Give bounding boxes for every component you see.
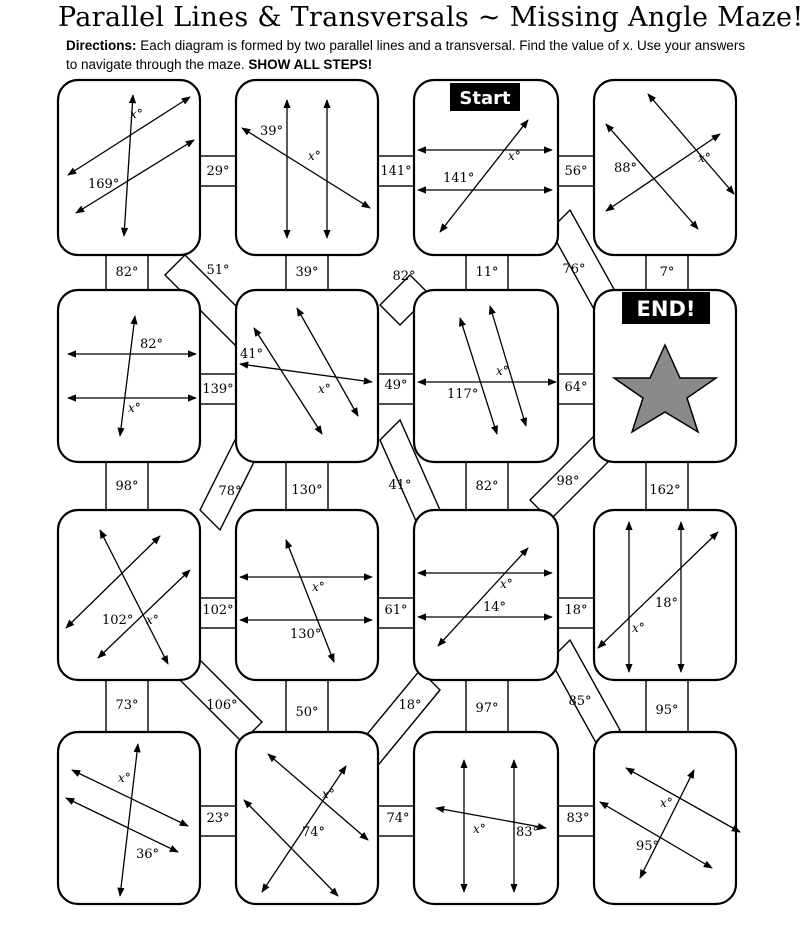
cell-r2c1[interactable] xyxy=(56,288,202,464)
connector-label: 82° xyxy=(115,265,138,280)
connector-label: 102° xyxy=(202,603,233,618)
cell-r1c2[interactable] xyxy=(234,78,380,257)
connector-label: 76° xyxy=(562,262,585,277)
connector-label: 139° xyxy=(202,382,233,397)
page-title: Parallel Lines & Transversals ~ Missing … xyxy=(58,2,800,33)
connector[interactable] xyxy=(557,805,595,837)
x-label: x° xyxy=(128,401,141,415)
x-label: x° xyxy=(500,577,513,591)
cell-r4c2[interactable] xyxy=(234,730,380,906)
connector[interactable] xyxy=(199,155,237,187)
x-label: x° xyxy=(312,580,325,594)
connector-label: 130° xyxy=(291,483,322,498)
directions-text: Each diagram is formed by two parallel l… xyxy=(66,38,746,72)
start-badge xyxy=(450,83,520,111)
connector-label: 51° xyxy=(206,263,229,278)
angle-label: 14° xyxy=(483,600,506,615)
connector[interactable] xyxy=(105,679,149,733)
angle-label: 88° xyxy=(614,161,637,176)
angle-label: 95° xyxy=(636,839,659,854)
angle-label: 82° xyxy=(140,337,163,352)
show-steps-text: SHOW ALL STEPS! xyxy=(248,57,373,72)
angle-label: 74° xyxy=(302,825,325,840)
connector-label: 98° xyxy=(556,474,579,489)
straight-connectors xyxy=(105,155,689,837)
connector-label: 82° xyxy=(475,479,498,494)
connector[interactable] xyxy=(645,461,689,511)
connector-label: 61° xyxy=(384,603,407,618)
x-label: x° xyxy=(308,149,321,163)
x-label: x° xyxy=(473,822,486,836)
connector-label: 18° xyxy=(398,698,421,713)
end-label: END! xyxy=(637,297,696,321)
angle-label: 83° xyxy=(516,825,539,840)
connector-label: 11° xyxy=(475,265,498,280)
x-label: x° xyxy=(508,149,521,163)
star-icon xyxy=(611,343,719,434)
cell-r3c1[interactable] xyxy=(56,508,202,682)
angle-label: 36° xyxy=(136,847,159,862)
x-label: x° xyxy=(660,796,673,810)
connector[interactable] xyxy=(465,679,509,733)
x-label: x° xyxy=(118,771,131,785)
connector[interactable] xyxy=(105,461,149,511)
connector-label: 18° xyxy=(564,603,587,618)
connector-diag[interactable] xyxy=(549,638,621,752)
x-label: x° xyxy=(496,364,509,378)
cell-r4c3[interactable] xyxy=(412,730,560,906)
diagram-lines xyxy=(65,93,741,897)
angle-label: 130° xyxy=(290,627,321,642)
angle-label: 117° xyxy=(447,387,478,402)
connector-label: 141° xyxy=(380,164,411,179)
connector-label: 78° xyxy=(218,484,241,499)
x-label: x° xyxy=(146,613,159,627)
angle-label: 41° xyxy=(240,347,263,362)
angle-label: 141° xyxy=(443,171,474,186)
connector[interactable] xyxy=(557,155,595,187)
connector-label: 39° xyxy=(295,265,318,280)
angle-label: 102° xyxy=(102,613,133,628)
connector[interactable] xyxy=(377,805,415,837)
connector-label: 98° xyxy=(115,479,138,494)
connector[interactable] xyxy=(199,805,237,837)
end-badge xyxy=(622,292,710,324)
start-label: Start xyxy=(459,88,511,109)
connector-label: 29° xyxy=(206,164,229,179)
x-label: x° xyxy=(322,787,335,801)
cell-r2c2[interactable] xyxy=(234,288,380,464)
connector-label: 7° xyxy=(660,265,675,280)
directions-label: Directions: xyxy=(66,38,137,53)
connector-label: 83° xyxy=(566,811,589,826)
cell-labels: x° 169° 39° x° x° 141° 88° x° 82° x° 41°… xyxy=(88,107,711,862)
connector-label: 41° xyxy=(388,478,411,493)
connector-label: 85° xyxy=(568,694,591,709)
connector-label: 73° xyxy=(115,698,138,713)
connector-label: 23° xyxy=(206,811,229,826)
connector-label: 82° xyxy=(392,269,415,284)
connector-label: 95° xyxy=(655,703,678,718)
connector-label: 56° xyxy=(564,164,587,179)
connector[interactable] xyxy=(285,251,329,293)
connector-label: 64° xyxy=(564,380,587,395)
x-label: x° xyxy=(318,382,331,396)
connector-label: 49° xyxy=(384,378,407,393)
angle-label: 39° xyxy=(260,124,283,139)
connector-label: 97° xyxy=(475,701,498,716)
angle-label: 169° xyxy=(88,177,119,192)
x-label: x° xyxy=(632,621,645,635)
connector-label: 74° xyxy=(386,811,409,826)
x-label: x° xyxy=(130,107,143,121)
connector-label: 106° xyxy=(206,698,237,713)
connector-labels: 29° 141° 56° 82° 39° 11° 7° 51° 82° 76° … xyxy=(115,164,680,826)
cell-r2c3[interactable] xyxy=(412,288,560,464)
connector-label: 50° xyxy=(295,705,318,720)
x-label: x° xyxy=(698,151,711,165)
connector-label: 162° xyxy=(649,483,680,498)
directions: Directions: Each diagram is formed by tw… xyxy=(66,36,756,74)
cell-r3c3[interactable] xyxy=(412,508,560,682)
angle-label: 18° xyxy=(655,596,678,611)
